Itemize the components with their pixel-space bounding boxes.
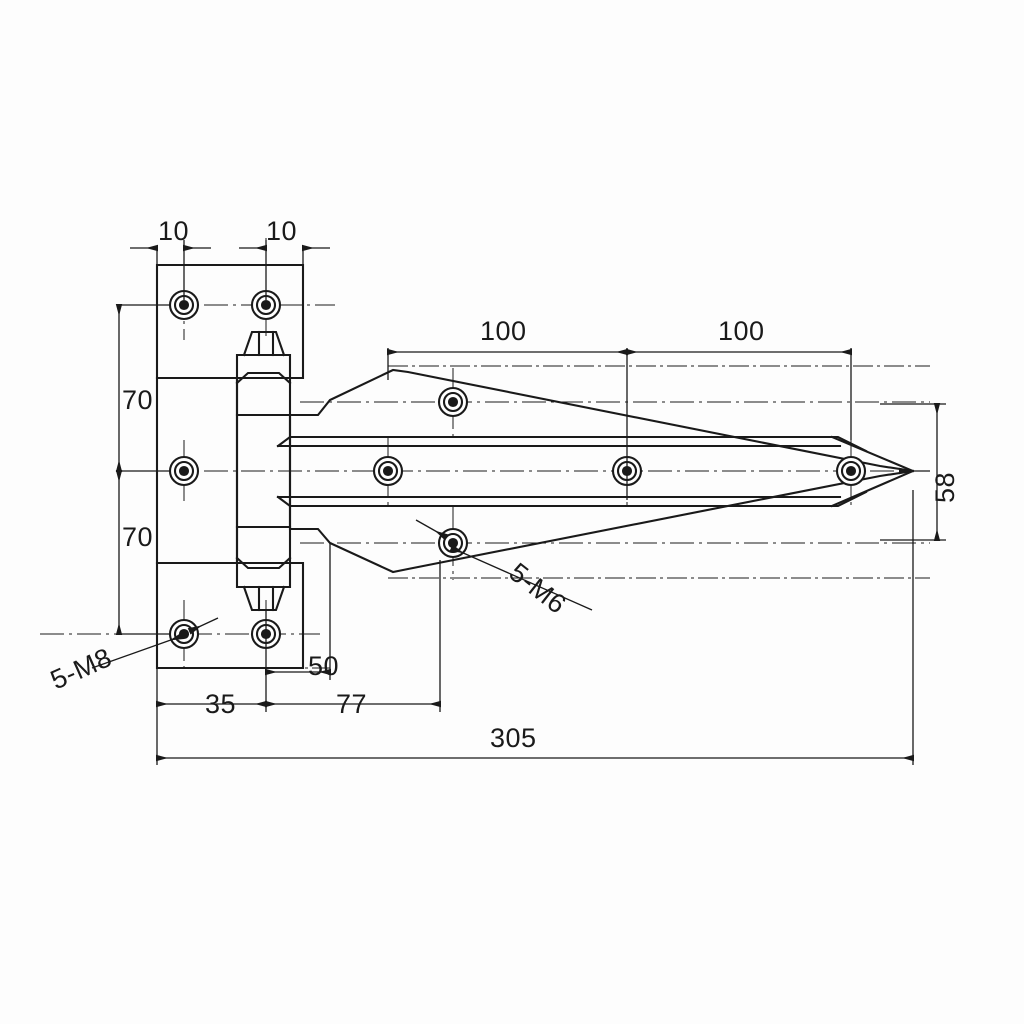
blade-rib-upper xyxy=(276,435,868,453)
dim-label-10-left: 10 xyxy=(158,216,190,246)
leader-line-m6 xyxy=(449,544,593,611)
leader-line-m8-b xyxy=(187,617,219,635)
dim-label-305: 305 xyxy=(490,723,537,753)
leaf-hole-tl xyxy=(168,289,200,321)
blade-hole-c3 xyxy=(835,455,867,487)
blade-hole-upper xyxy=(437,386,469,418)
knuckle-lower-neck xyxy=(242,585,286,612)
dim-label-50: 50 xyxy=(308,651,340,681)
blade-nose-upper-facet xyxy=(830,435,915,473)
dim-label-70-upper: 70 xyxy=(122,385,154,415)
dim-label-77: 77 xyxy=(336,689,368,719)
strap-blade-outline xyxy=(288,368,914,574)
blade-rib-lower xyxy=(276,490,868,508)
dim-label-35: 35 xyxy=(205,689,237,719)
leaf-hole-m xyxy=(168,455,200,487)
knuckle-upper-chamfer xyxy=(235,371,292,385)
dim-label-10-right: 10 xyxy=(266,216,298,246)
knuckle-upper-neck xyxy=(242,330,286,357)
blade-hole-c1 xyxy=(372,455,404,487)
dim-label-70-lower: 70 xyxy=(122,522,154,552)
leader-line-m6-b xyxy=(415,519,449,541)
leaf-hole-bl xyxy=(168,618,200,650)
knuckle-lower-body xyxy=(235,525,292,589)
knuckle-upper-body xyxy=(235,353,292,417)
hinge-geometry-layer xyxy=(155,263,915,670)
dim-label-58: 58 xyxy=(930,471,960,503)
dim-label-100-inner: 100 xyxy=(480,316,527,346)
leader-line-m8 xyxy=(91,632,185,669)
knuckle-lower-chamfer xyxy=(235,556,292,570)
dimension-lines-layer xyxy=(91,240,946,765)
projection-lines-layer xyxy=(157,365,930,669)
dim-label-100-outer: 100 xyxy=(718,316,765,346)
blade-nose-lower-facet xyxy=(830,469,915,508)
